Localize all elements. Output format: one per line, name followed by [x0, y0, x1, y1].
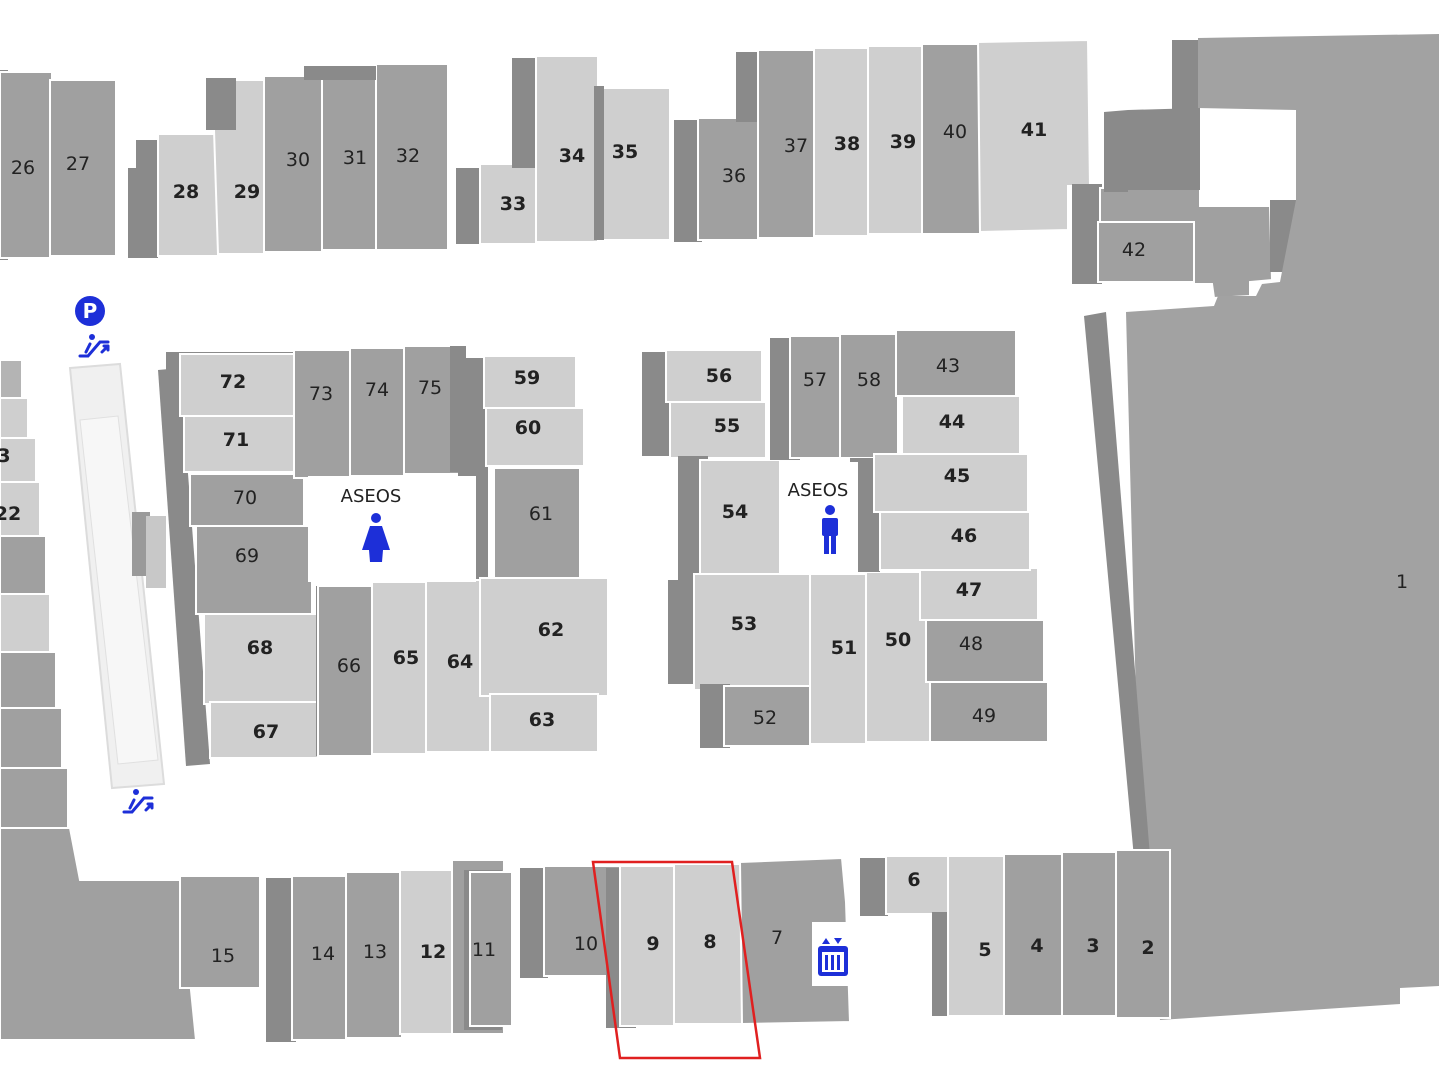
shop-label-7[interactable]: 7 — [771, 927, 783, 949]
shop-label-42[interactable]: 42 — [1122, 239, 1146, 261]
shop-label-10[interactable]: 10 — [574, 933, 598, 955]
shop-label-56[interactable]: 56 — [706, 365, 732, 387]
shop-label-66[interactable]: 66 — [337, 655, 361, 677]
shop-label-8[interactable]: 8 — [703, 931, 716, 953]
shop-label-65[interactable]: 65 — [393, 647, 419, 669]
restroom-men[interactable]: ASEOS — [788, 480, 849, 554]
shop-label-36[interactable]: 36 — [722, 165, 746, 187]
shop-label-46[interactable]: 46 — [951, 525, 977, 547]
shop-label-13[interactable]: 13 — [363, 941, 387, 963]
shop-label-35[interactable]: 35 — [612, 141, 638, 163]
shop-label-68[interactable]: 68 — [247, 637, 273, 659]
shop-label-28[interactable]: 28 — [173, 181, 199, 203]
center-left-block — [158, 345, 609, 766]
shop-label-9[interactable]: 9 — [646, 933, 659, 955]
shop-label-70[interactable]: 70 — [233, 487, 257, 509]
shop-label-60[interactable]: 60 — [515, 417, 541, 439]
center-right-block — [642, 329, 1049, 748]
shop-label-67[interactable]: 67 — [253, 721, 279, 743]
shop-label-32[interactable]: 32 — [396, 145, 420, 167]
shop-label-62[interactable]: 62 — [538, 619, 564, 641]
shop-label-22[interactable]: 22 — [0, 503, 21, 525]
escalator-strip — [68, 362, 166, 790]
shop-label-54[interactable]: 54 — [722, 501, 748, 523]
left-edge-block — [0, 359, 198, 1041]
shop-label-27[interactable]: 27 — [66, 153, 90, 175]
shop-label-55[interactable]: 55 — [714, 415, 740, 437]
shop-label-3[interactable]: 3 — [1086, 935, 1099, 957]
shop-labels: 1 2 3 4 5 6 7 8 9 10 11 12 13 14 15 22 3… — [0, 119, 1408, 967]
shop-label-52[interactable]: 52 — [753, 707, 777, 729]
restroom-women[interactable]: ASEOS — [341, 486, 402, 562]
shop-label-12[interactable]: 12 — [420, 941, 446, 963]
shop-label-38[interactable]: 38 — [834, 133, 860, 155]
shop-label-26[interactable]: 26 — [11, 157, 35, 179]
shop-label-41[interactable]: 41 — [1021, 119, 1047, 141]
shop-label-73[interactable]: 73 — [309, 383, 333, 405]
shop-label-1[interactable]: 1 — [1396, 571, 1408, 593]
shop-label-69[interactable]: 69 — [235, 545, 259, 567]
woman-icon — [362, 513, 390, 562]
parking-symbol: P — [83, 299, 98, 323]
escalator-icon[interactable] — [122, 789, 154, 814]
shop-label-4[interactable]: 4 — [1030, 935, 1043, 957]
shop-label-23[interactable]: 3 — [0, 445, 11, 467]
shop-label-45[interactable]: 45 — [944, 465, 970, 487]
shop-label-33[interactable]: 33 — [500, 193, 526, 215]
shop-label-57[interactable]: 57 — [803, 369, 827, 391]
shop-label-63[interactable]: 63 — [529, 709, 555, 731]
shop-label-15[interactable]: 15 — [211, 945, 235, 967]
shop-label-30[interactable]: 30 — [286, 149, 310, 171]
highlight-shops-8-9[interactable] — [591, 860, 762, 1060]
shop-label-37[interactable]: 37 — [784, 135, 808, 157]
elevator-icon[interactable] — [818, 938, 848, 976]
shop-label-48[interactable]: 48 — [959, 633, 983, 655]
shop-label-75[interactable]: 75 — [418, 377, 442, 399]
shop-label-61[interactable]: 61 — [529, 503, 553, 525]
top-row-shops — [0, 38, 1092, 260]
shop-label-29[interactable]: 29 — [234, 181, 260, 203]
shop-label-47[interactable]: 47 — [956, 579, 982, 601]
shop-label-51[interactable]: 51 — [831, 637, 857, 659]
shop-label-50[interactable]: 50 — [885, 629, 911, 651]
shop-label-44[interactable]: 44 — [939, 411, 965, 433]
shop-label-72[interactable]: 72 — [220, 371, 246, 393]
shop-label-39[interactable]: 39 — [890, 131, 916, 153]
parking-icon[interactable]: P — [75, 296, 105, 326]
shop-label-6[interactable]: 6 — [907, 869, 920, 891]
shop-label-64[interactable]: 64 — [447, 651, 473, 673]
shop-label-34[interactable]: 34 — [559, 145, 585, 167]
shop-label-49[interactable]: 49 — [972, 705, 996, 727]
shop-label-11[interactable]: 11 — [472, 939, 496, 961]
shop-label-40[interactable]: 40 — [943, 121, 967, 143]
shop-label-2[interactable]: 2 — [1141, 937, 1154, 959]
shop-label-74[interactable]: 74 — [365, 379, 389, 401]
bottom-row-shops — [179, 849, 1171, 1042]
shop-label-5[interactable]: 5 — [978, 939, 991, 961]
shop-1-anchor — [1084, 34, 1439, 1020]
shop-label-31[interactable]: 31 — [343, 147, 367, 169]
shop-label-53[interactable]: 53 — [731, 613, 757, 635]
shop-label-58[interactable]: 58 — [857, 369, 881, 391]
man-icon — [822, 505, 838, 554]
shop-label-71[interactable]: 71 — [223, 429, 249, 451]
restroom-label: ASEOS — [788, 480, 849, 501]
shop-label-14[interactable]: 14 — [311, 943, 335, 965]
shop-label-59[interactable]: 59 — [514, 367, 540, 389]
escalator-icon[interactable] — [78, 334, 110, 358]
restroom-label: ASEOS — [341, 486, 402, 507]
shop-label-43[interactable]: 43 — [936, 355, 960, 377]
